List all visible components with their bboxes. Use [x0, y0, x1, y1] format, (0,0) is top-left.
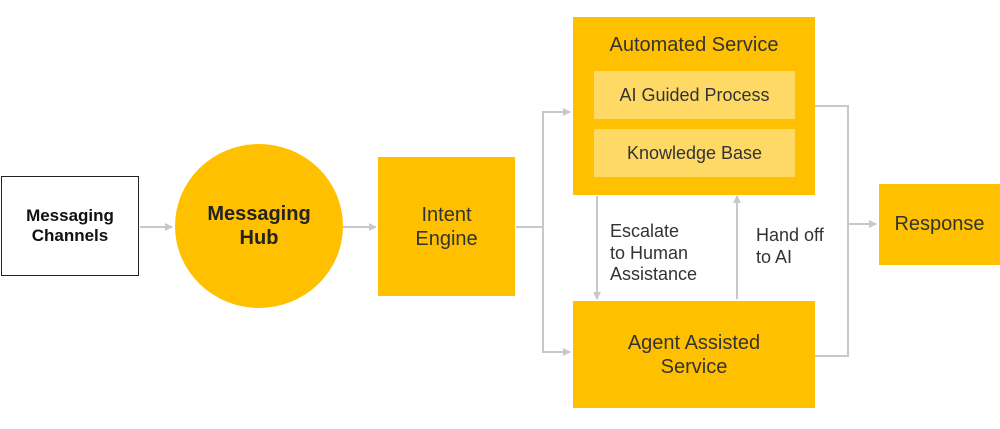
intent-engine-box: Intent Engine: [378, 157, 515, 296]
knowledge-base-box: Knowledge Base: [594, 129, 795, 177]
automated-service-box: Automated Service AI Guided Process Know…: [573, 17, 815, 195]
escalate-label: Escalate to Human Assistance: [610, 221, 698, 285]
response-box: Response: [879, 184, 1000, 265]
knowledge-base-label: Knowledge Base: [626, 142, 763, 163]
hand-off-label: Hand off to AI: [756, 225, 824, 267]
messaging-channels-box: Messaging Channels: [1, 176, 139, 276]
arrow-split-to-agent: [542, 227, 571, 356]
ai-guided-process-label: AI Guided Process: [619, 84, 770, 105]
automated-service-title: Automated Service: [609, 34, 779, 56]
messaging-hub-circle: Messaging Hub: [175, 144, 343, 308]
agent-assisted-service-box: Agent Assisted Service: [573, 301, 815, 408]
intent-engine-label: Intent Engine: [415, 203, 478, 250]
messaging-hub-label: Messaging Hub: [207, 203, 311, 249]
messaging-channels-label: Messaging Channels: [26, 205, 114, 245]
ai-guided-process-box: AI Guided Process: [594, 71, 795, 119]
arrow-split-to-automated: [542, 108, 571, 227]
line-automated-to-merge: [815, 105, 849, 357]
response-label: Response: [894, 213, 985, 235]
agent-assisted-service-label: Agent Assisted Service: [627, 331, 761, 378]
